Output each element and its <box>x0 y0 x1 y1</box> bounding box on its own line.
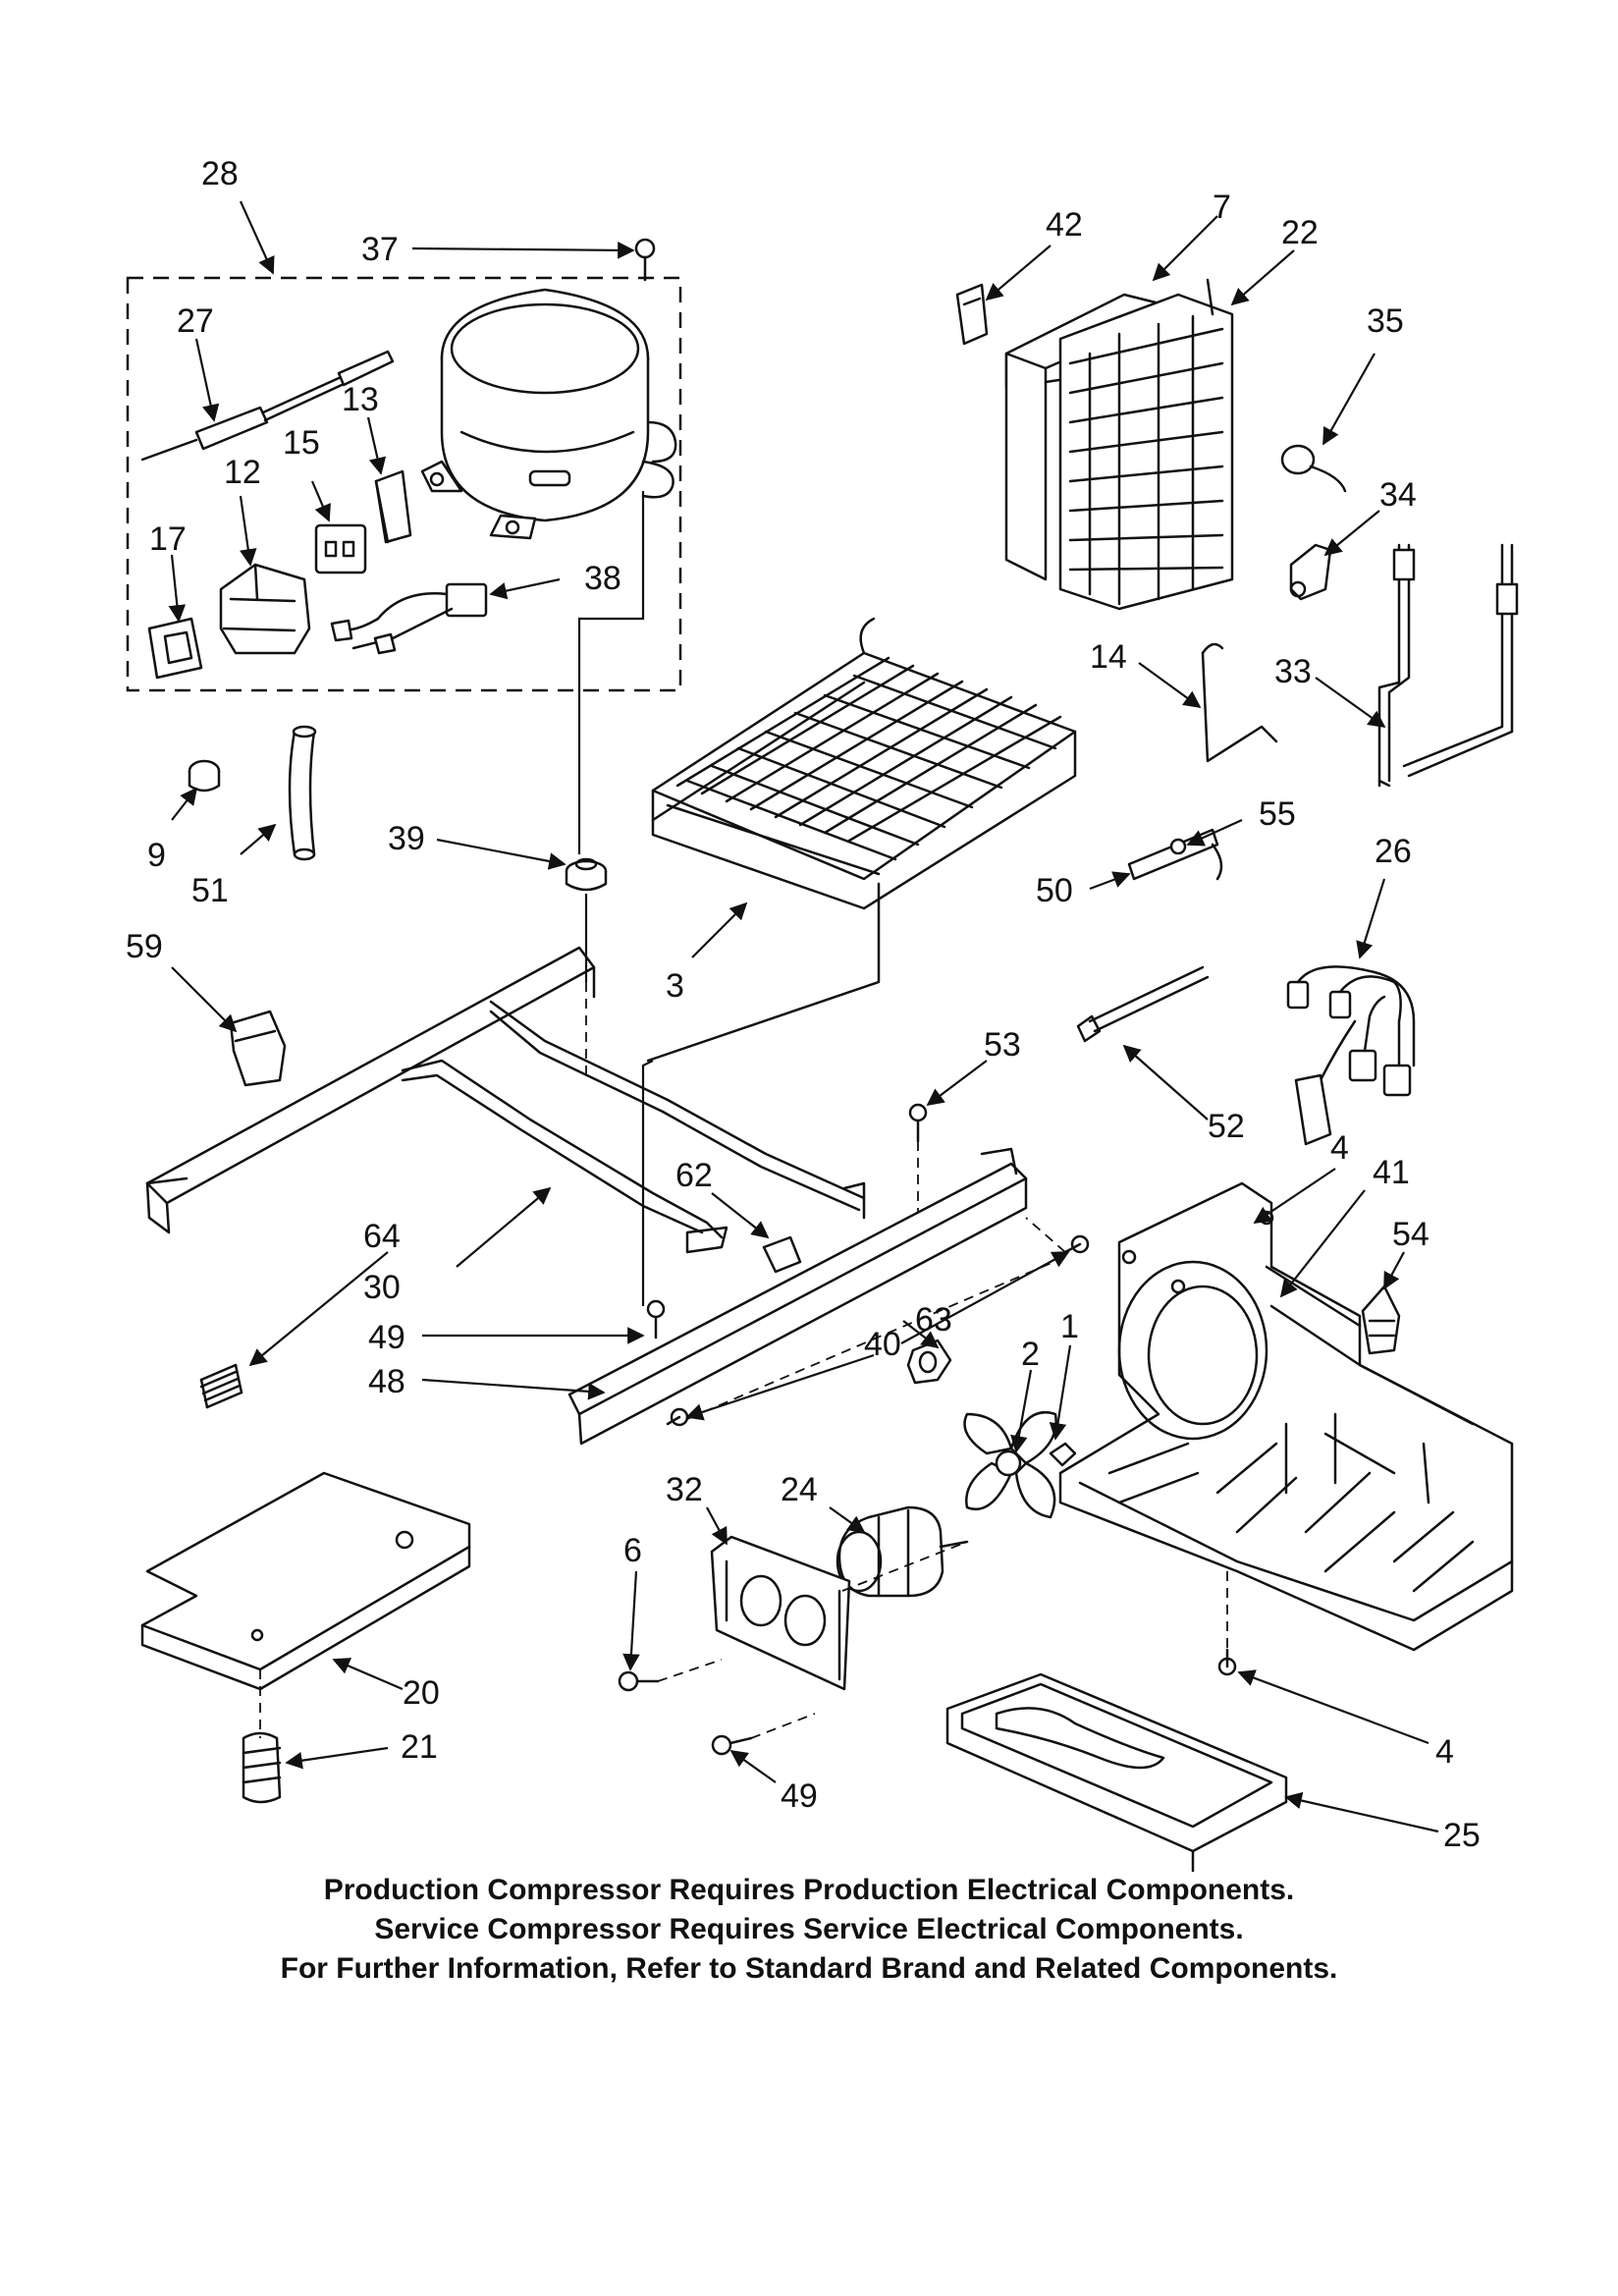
part-3-condenser-coil <box>646 617 1077 1063</box>
callout-20: 20 <box>403 1674 440 1712</box>
part-38-wire-harness <box>330 582 488 655</box>
callout-28: 28 <box>201 155 239 192</box>
callout-50: 50 <box>1036 872 1073 909</box>
callout-42: 42 <box>1046 206 1083 244</box>
callout-53: 53 <box>984 1026 1021 1064</box>
callout-41: 41 <box>1373 1154 1410 1191</box>
part-39-grommet <box>565 857 608 892</box>
part-13-clip <box>374 469 412 544</box>
part-50-bracket <box>1127 828 1223 881</box>
part-49-screw-lower <box>711 1734 753 1756</box>
callout-22: 22 <box>1281 214 1319 251</box>
callout-labels: 28 37 27 13 15 12 17 38 42 7 22 35 34 14… <box>126 155 1481 1854</box>
part-51-hose <box>288 725 317 861</box>
callout-51: 51 <box>191 872 229 909</box>
part-30-rail <box>401 1000 866 1254</box>
part-59-clip <box>229 1010 287 1087</box>
part-59-support-rail <box>145 946 596 1234</box>
part-1-fan-hub <box>1049 1442 1077 1467</box>
callout-26: 26 <box>1375 833 1412 870</box>
callout-21: 21 <box>401 1728 438 1766</box>
callout-15: 15 <box>283 424 320 462</box>
callout-4-upper: 4 <box>1330 1129 1349 1167</box>
callout-40: 40 <box>864 1326 901 1363</box>
callout-38: 38 <box>584 560 621 597</box>
callout-64: 64 <box>363 1218 401 1255</box>
callout-9: 9 <box>147 837 166 874</box>
callout-14: 14 <box>1090 638 1127 676</box>
part-9-plug <box>188 759 221 793</box>
part-21-spring <box>242 1731 282 1804</box>
part-14-wire <box>1201 642 1278 763</box>
part-62-clip <box>762 1235 802 1274</box>
callout-24: 24 <box>781 1471 818 1508</box>
callout-62: 62 <box>675 1157 713 1194</box>
compressor-drawing <box>420 288 677 540</box>
callout-37: 37 <box>361 231 399 268</box>
part-64-spring <box>199 1363 243 1409</box>
callout-54: 54 <box>1392 1216 1429 1253</box>
part-24-fan-motor <box>836 1505 969 1598</box>
callout-7: 7 <box>1213 189 1231 226</box>
part-54-wire-nut <box>1361 1285 1401 1355</box>
compressor-kit-dashed-box <box>126 276 682 692</box>
callout-33: 33 <box>1274 653 1312 690</box>
callout-39: 39 <box>388 820 425 857</box>
part-33-tubing <box>1377 543 1519 788</box>
callout-2: 2 <box>1021 1336 1040 1373</box>
callout-35: 35 <box>1367 302 1404 340</box>
part-32-motor-bracket <box>710 1535 851 1691</box>
callout-63: 63 <box>915 1301 952 1339</box>
part-17-cover <box>147 617 203 680</box>
callout-59: 59 <box>126 928 163 965</box>
callout-48: 48 <box>368 1363 405 1400</box>
callout-3: 3 <box>666 967 684 1005</box>
callout-4-lower: 4 <box>1435 1733 1454 1771</box>
part-15-overload <box>314 523 367 574</box>
note-further-information: For Further Information, Refer to Standa… <box>280 1952 1338 1985</box>
callout-17: 17 <box>149 520 187 558</box>
callout-30: 30 <box>363 1269 401 1306</box>
part-37-screw <box>634 238 656 282</box>
part-52-cable-tie <box>1076 965 1210 1043</box>
note-service-compressor: Service Compressor Requires Service Elec… <box>374 1913 1244 1945</box>
callout-25: 25 <box>1443 1817 1481 1854</box>
callout-49-upper: 49 <box>368 1319 405 1356</box>
callout-1: 1 <box>1060 1308 1079 1345</box>
callout-12: 12 <box>224 454 261 491</box>
callout-49-lower: 49 <box>781 1777 818 1815</box>
callout-32: 32 <box>666 1471 703 1508</box>
part-49-screw-upper <box>646 1299 666 1339</box>
part-2-fan-blade <box>963 1411 1057 1519</box>
part-53-screw <box>908 1103 928 1143</box>
part-7-condenser-assembly <box>1004 278 1234 611</box>
assembly-lines <box>259 278 1228 1739</box>
part-27-capillary-tube <box>140 350 395 462</box>
part-40-screw-right <box>1063 1234 1090 1254</box>
callout-27: 27 <box>177 302 214 340</box>
callout-34: 34 <box>1379 476 1417 514</box>
part-6-screw <box>618 1670 660 1692</box>
part-25-drain-pan <box>945 1672 1288 1873</box>
part-20-plate <box>140 1471 471 1691</box>
part-35-thermostat <box>1280 444 1347 493</box>
part-40-screw-left <box>666 1407 689 1427</box>
part-34-bracket <box>1289 543 1332 601</box>
part-4-screw-lower <box>1217 1648 1237 1676</box>
callout-55: 55 <box>1259 795 1296 833</box>
part-42-clip <box>955 283 989 346</box>
callout-leaders <box>168 200 1439 1833</box>
part-41-base-pan <box>1058 1181 1514 1652</box>
part-12-relay <box>219 563 311 655</box>
part-63-nut <box>906 1339 952 1385</box>
diagram-notes: Production Compressor Requires Productio… <box>0 1871 1618 1989</box>
part-26-wire-harness <box>1286 965 1416 1146</box>
callout-6: 6 <box>623 1532 642 1569</box>
callout-13: 13 <box>342 381 379 418</box>
callout-52: 52 <box>1208 1108 1245 1145</box>
part-48-front-rail <box>567 1147 1028 1446</box>
note-production-compressor: Production Compressor Requires Productio… <box>323 1874 1295 1906</box>
